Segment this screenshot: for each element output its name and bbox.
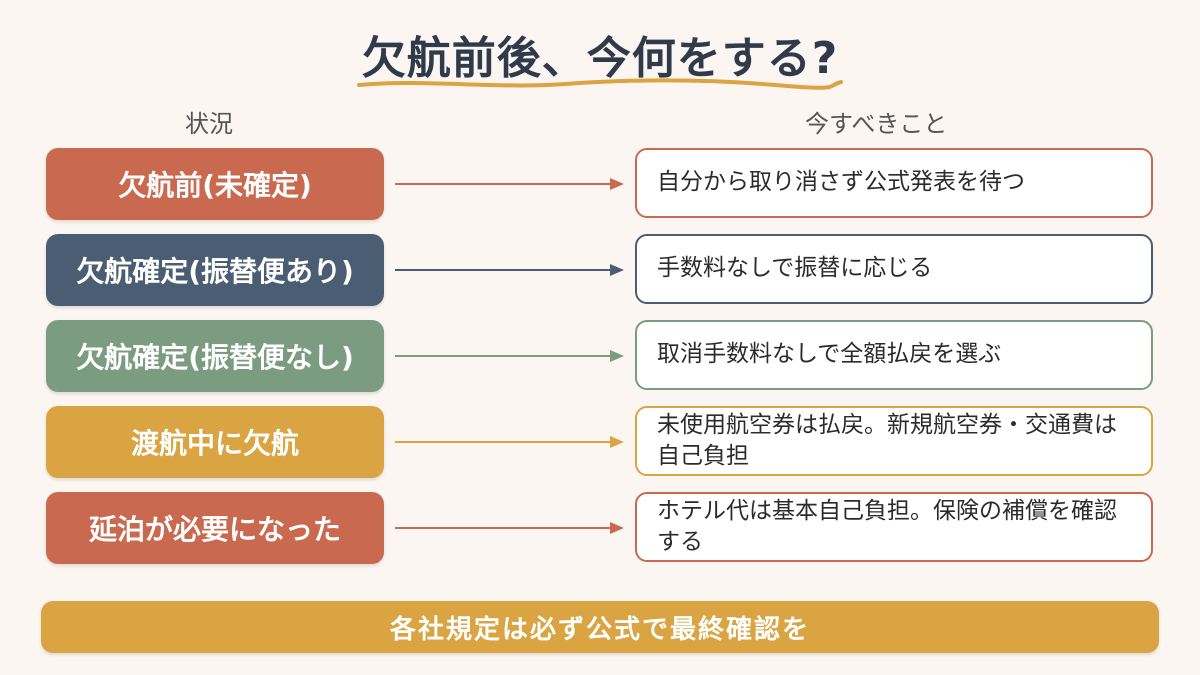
status-box: 延泊が必要になった bbox=[46, 492, 384, 564]
action-box: 未使用航空券は払戻。新規航空券・交通費は自己負担 bbox=[635, 406, 1153, 476]
arrow-line bbox=[395, 441, 613, 443]
row-before-cancellation: 欠航前(未確定) 自分から取り消さず公式発表を待つ bbox=[0, 148, 1200, 222]
row-extended-stay: 延泊が必要になった ホテル代は基本自己負担。保険の補償を確認する bbox=[0, 492, 1200, 566]
row-cancelled-during-trip: 渡航中に欠航 未使用航空券は払戻。新規航空券・交通費は自己負担 bbox=[0, 406, 1200, 480]
status-box: 渡航中に欠航 bbox=[46, 406, 384, 478]
row-confirmed-with-alternative: 欠航確定(振替便あり) 手数料なしで振替に応じる bbox=[0, 234, 1200, 308]
status-box: 欠航確定(振替便なし) bbox=[46, 320, 384, 392]
row-confirmed-without-alternative: 欠航確定(振替便なし) 取消手数料なしで全額払戻を選ぶ bbox=[0, 320, 1200, 394]
arrow-head-icon bbox=[610, 350, 624, 362]
arrow-line bbox=[395, 183, 613, 185]
situation-column-header: 状況 bbox=[185, 110, 233, 138]
action-box: 取消手数料なしで全額払戻を選ぶ bbox=[635, 320, 1153, 390]
action-box: 自分から取り消さず公式発表を待つ bbox=[635, 148, 1153, 218]
arrow-head-icon bbox=[610, 178, 624, 190]
arrow-head-icon bbox=[610, 264, 624, 276]
footer-banner: 各社規定は必ず公式で最終確認を bbox=[41, 601, 1159, 653]
status-box: 欠航確定(振替便あり) bbox=[46, 234, 384, 306]
status-box: 欠航前(未確定) bbox=[46, 148, 384, 220]
arrow-line bbox=[395, 355, 613, 357]
action-box: ホテル代は基本自己負担。保険の補償を確認する bbox=[635, 492, 1153, 562]
title-underline bbox=[357, 78, 843, 90]
action-box: 手数料なしで振替に応じる bbox=[635, 234, 1153, 304]
page-title: 欠航前後、今何をする? bbox=[361, 33, 839, 84]
arrow-head-icon bbox=[610, 522, 624, 534]
arrow-line bbox=[395, 527, 613, 529]
arrow-head-icon bbox=[610, 436, 624, 448]
arrow-line bbox=[395, 269, 613, 271]
action-column-header: 今すべきこと bbox=[805, 110, 948, 138]
